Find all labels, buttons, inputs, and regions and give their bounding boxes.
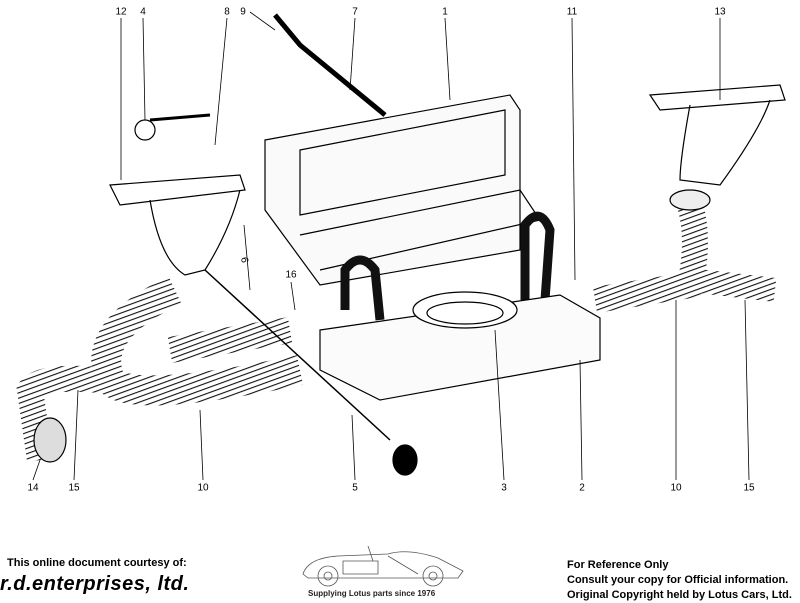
- heater-valve: [134, 119, 156, 141]
- reference-only-text: For Reference Only: [567, 559, 669, 571]
- brand-name: r.d.enterprises, ltd.: [0, 573, 190, 595]
- callout-11: 11: [566, 6, 578, 18]
- duct-end-14: [33, 417, 67, 463]
- callout-12: 12: [115, 6, 127, 18]
- loop-hose-right: [520, 211, 555, 301]
- callout-13: 13: [714, 6, 726, 18]
- duct-10-left: [91, 276, 304, 406]
- consult-copy-text: Consult your copy for Official informati…: [567, 574, 789, 586]
- heater-upper-box: [264, 94, 521, 286]
- callout-14: 14: [27, 482, 39, 494]
- blower-fan: [412, 291, 518, 329]
- demister-vent-right: [648, 84, 786, 186]
- callout-7: 7: [352, 6, 358, 18]
- callout-4: 4: [140, 6, 146, 18]
- control-cable: [273, 13, 387, 117]
- control-knob-cable: [204, 269, 391, 441]
- heater-exploded-diagram: [16, 11, 786, 481]
- callout-10-left: 10: [197, 482, 209, 494]
- callout-3: 3: [501, 482, 507, 494]
- callout-9: 9: [240, 6, 246, 18]
- demister-vent-left: [109, 174, 246, 276]
- vent-elbow: [669, 189, 711, 211]
- copyright-notice: For Reference Only Consult your copy for…: [567, 558, 792, 603]
- logo-caption: Supplying Lotus parts since 1976: [308, 589, 436, 598]
- callout-15-left: 15: [68, 482, 80, 494]
- copyright-text: Original Copyright held by Lotus Cars, L…: [567, 589, 792, 601]
- callout-2: 2: [579, 482, 585, 494]
- callout-5: 5: [352, 482, 358, 494]
- duct-15-right: [688, 268, 777, 302]
- courtesy-text: This online document courtesy of:: [7, 557, 187, 569]
- callout-16: 16: [285, 269, 297, 281]
- callout-15-right: 15: [743, 482, 755, 494]
- callout-8: 8: [224, 6, 230, 18]
- callout-10-right: 10: [670, 482, 682, 494]
- duct-10-right: [592, 201, 708, 313]
- control-knob: [392, 444, 418, 476]
- loop-hose-left: [340, 255, 385, 321]
- heater-lower-unit: [319, 294, 601, 401]
- race-car-logo: [302, 546, 464, 587]
- callout-1: 1: [442, 6, 448, 18]
- duct-15-left: [16, 365, 102, 462]
